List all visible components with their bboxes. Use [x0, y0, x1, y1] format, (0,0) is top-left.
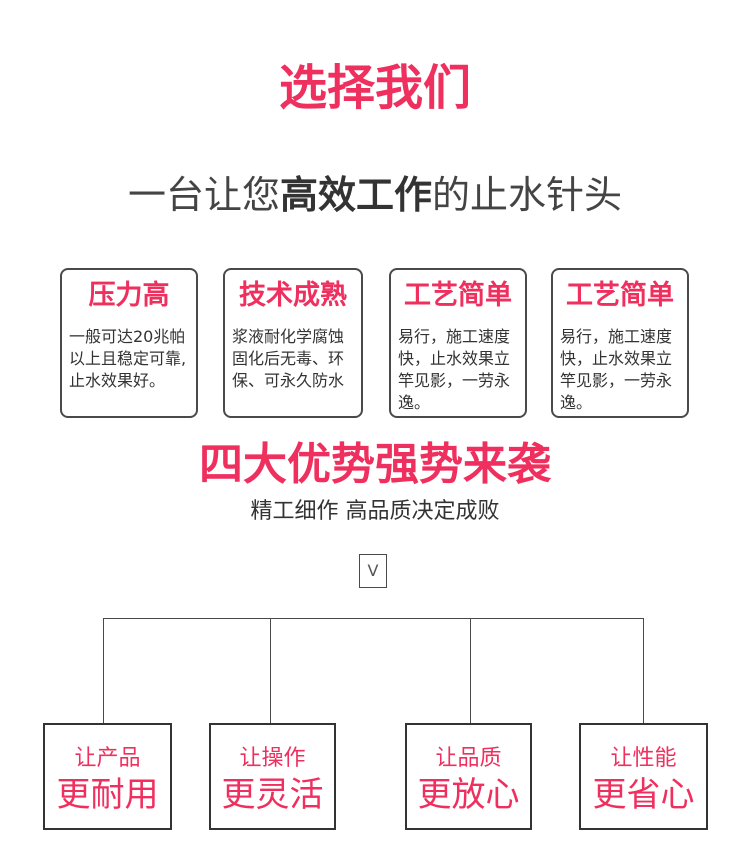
benefit-big-label: 更耐用	[56, 775, 159, 815]
feature-card-text: 一般可达20兆帕以上且稳定可靠,止水效果好。	[69, 327, 187, 390]
feature-card-title: 技术成熟	[239, 280, 347, 311]
feature-card-text: 易行，施工速度快，止水效果立竿见影，一劳永逸。	[398, 327, 511, 412]
feature-card-process-1: 工艺简单 易行，施工速度快，止水效果立竿见影，一劳永逸。	[389, 268, 527, 418]
benefit-small-label: 让操作	[239, 746, 306, 771]
benefit-box-durable: 让产品 更耐用	[43, 723, 172, 830]
connector-vertical	[470, 618, 471, 723]
chevron-down-icon: V	[359, 554, 387, 588]
benefit-small-label: 让品质	[435, 746, 502, 771]
subtitle: 一台让您高效工作的止水针头	[0, 170, 750, 220]
benefit-big-label: 更省心	[592, 775, 695, 815]
benefit-box-flexible: 让操作 更灵活	[209, 723, 336, 830]
benefit-box-quality: 让品质 更放心	[405, 723, 532, 830]
feature-card-text: 易行，施工速度快，止水效果立竿见影，一劳永逸。	[560, 327, 673, 412]
benefit-box-performance: 让性能 更省心	[579, 723, 708, 830]
feature-card-title: 工艺简单	[566, 280, 674, 311]
benefit-big-label: 更灵活	[221, 775, 324, 815]
connector-vertical	[270, 618, 271, 723]
tagline: 精工细作 高品质决定成败	[250, 499, 500, 524]
page-title: 选择我们	[278, 60, 471, 116]
feature-card-technology: 技术成熟 浆液耐化学腐蚀固化后无毒、环保、可永久防水	[223, 268, 363, 418]
benefit-small-label: 让性能	[610, 746, 677, 771]
connector-vertical	[643, 618, 644, 723]
feature-card-process-2: 工艺简单 易行，施工速度快，止水效果立竿见影，一劳永逸。	[551, 268, 689, 418]
benefit-small-label: 让产品	[74, 746, 141, 771]
feature-card-text: 浆液耐化学腐蚀固化后无毒、环保、可永久防水	[232, 327, 345, 390]
connector-vertical	[103, 618, 104, 723]
advantages-headline: 四大优势强势来袭	[199, 439, 551, 490]
feature-card-title: 压力高	[88, 280, 170, 311]
subtitle-highlight: 高效工作	[279, 173, 432, 217]
connector-horizontal	[103, 618, 644, 619]
benefit-big-label: 更放心	[417, 775, 520, 815]
subtitle-post: 的止水针头	[432, 173, 623, 217]
feature-card-pressure: 压力高 一般可达20兆帕以上且稳定可靠,止水效果好。	[60, 268, 198, 418]
subtitle-pre: 一台让您	[127, 173, 280, 217]
feature-card-title: 工艺简单	[404, 280, 512, 311]
